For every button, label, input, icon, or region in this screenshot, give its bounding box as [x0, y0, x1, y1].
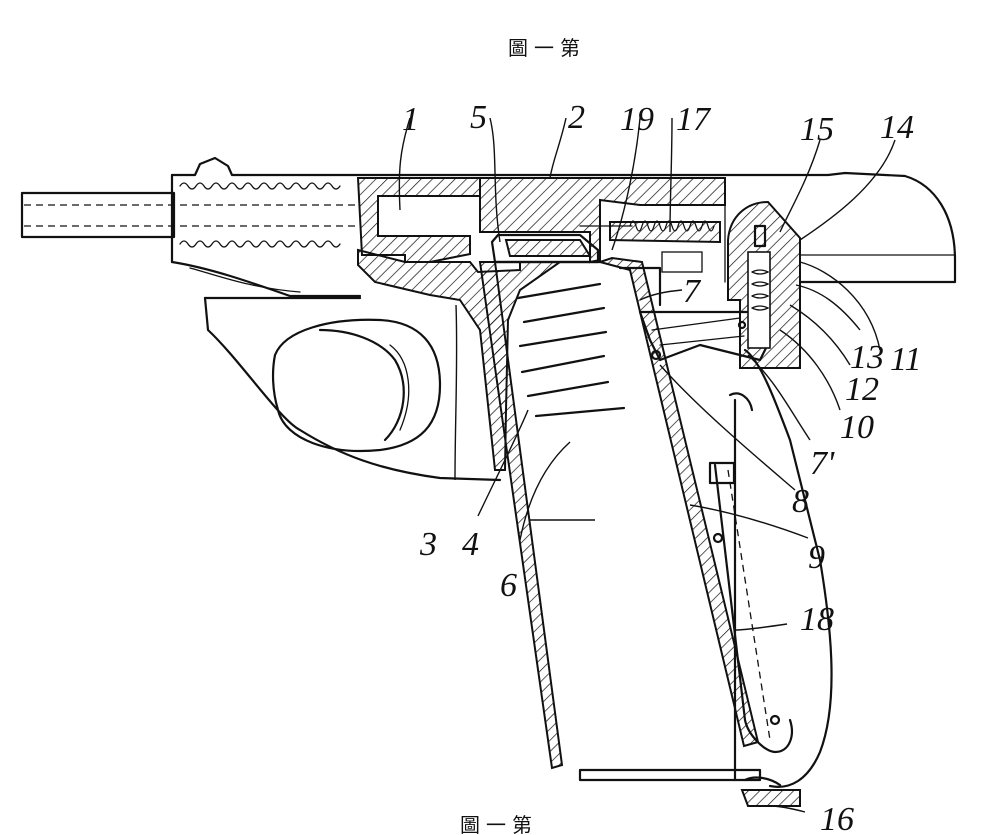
- label-11: 11: [890, 341, 921, 378]
- figure-caption-top: 圖一第: [508, 36, 586, 60]
- label-12: 12: [845, 371, 879, 408]
- label-15: 15: [800, 111, 834, 148]
- label-19: 19: [620, 101, 654, 138]
- recoil-spring: [179, 182, 341, 248]
- label-17: 17: [676, 101, 712, 138]
- label-5: 5: [470, 99, 487, 136]
- label-13: 13: [850, 339, 884, 376]
- label-4: 4: [462, 526, 479, 563]
- label-7: 7: [683, 273, 702, 310]
- label-3: 3: [419, 526, 437, 563]
- barrel: [20, 191, 360, 239]
- label-7p: 7': [810, 445, 835, 482]
- magazine: [478, 233, 762, 782]
- label-6: 6: [500, 567, 517, 604]
- label-16: 16: [820, 801, 854, 835]
- label-14: 14: [880, 109, 914, 146]
- label-9: 9: [808, 539, 825, 576]
- label-2: 2: [568, 99, 585, 136]
- label-1: 1: [402, 101, 419, 138]
- figure-caption-bottom: 圖一第: [460, 813, 538, 835]
- grip-backstrap: [708, 348, 833, 807]
- leader-lines: [398, 117, 896, 813]
- breech-block: [356, 177, 726, 264]
- reference-numerals: 1 2 3 4 5 6 7 7' 8 9 10 11 12 13 14 15 1…: [402, 99, 921, 835]
- label-10: 10: [840, 409, 874, 446]
- striker-spring: [579, 220, 715, 273]
- rear-housing: [727, 200, 801, 369]
- label-18: 18: [800, 601, 834, 638]
- label-8: 8: [792, 483, 809, 520]
